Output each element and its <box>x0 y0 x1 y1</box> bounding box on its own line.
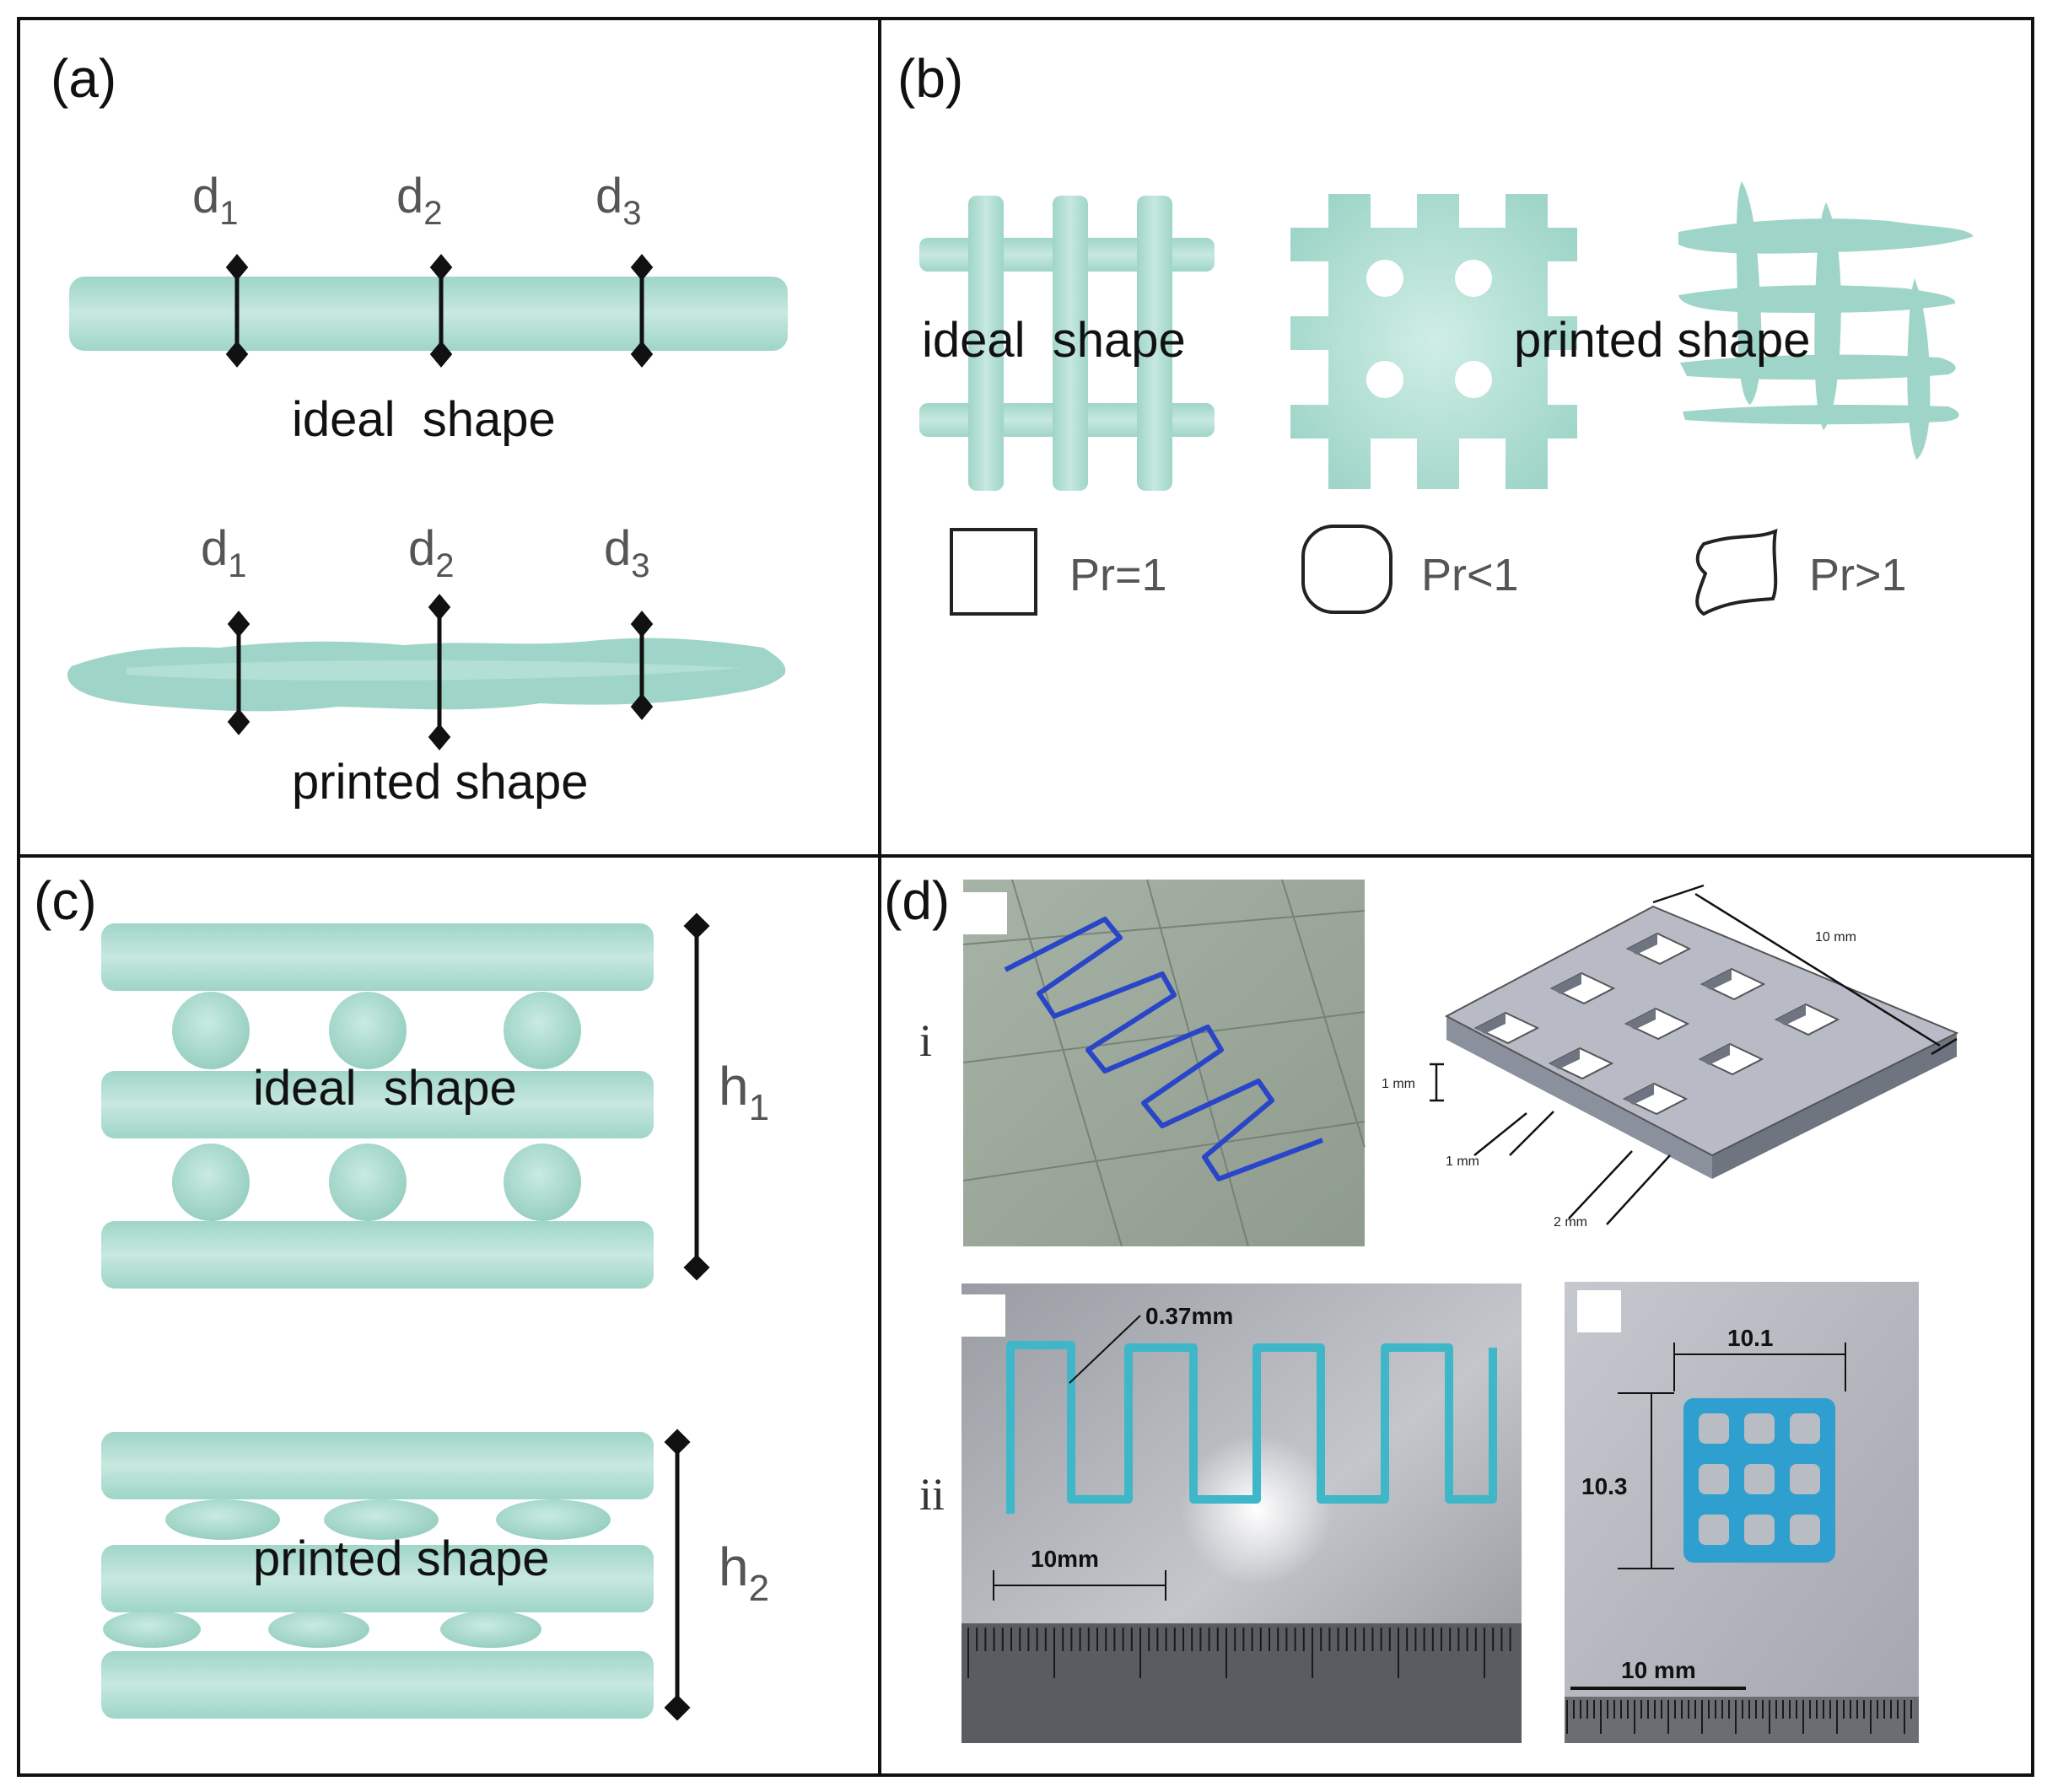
printed-lattice <box>1678 181 1974 460</box>
panel-c-ideal-caption: ideal shape <box>253 1061 517 1116</box>
svg-text:d2: d2 <box>408 521 455 584</box>
ideal-lattice <box>919 196 1215 491</box>
panel-b-ideal-caption: ideal shape <box>922 313 1186 368</box>
cad-thickness-label: 1 mm <box>1382 1077 1415 1091</box>
panel-frames <box>17 17 2034 1777</box>
panel-a-printed-caption: printed shape <box>292 755 588 810</box>
cad-lattice: 10 mm 1 mm 1 mm 2 mm <box>1382 884 1959 1230</box>
svg-text:d3: d3 <box>604 521 650 584</box>
pr-rounded-shape <box>1301 525 1392 614</box>
svg-text:d1: d1 <box>201 521 247 584</box>
panel-a-ideal-caption: ideal shape <box>292 392 556 447</box>
photo-print-path <box>962 879 1366 1247</box>
panel-a-label: (a) <box>51 48 116 109</box>
panel-b: (b) ideal shape printed shape Pr=1 <box>897 48 1974 616</box>
svg-text:d3: d3 <box>595 169 642 232</box>
d-labels-ideal: d1 d2 d3 <box>192 169 642 232</box>
svg-text:d1: d1 <box>192 169 239 232</box>
d-markers-printed <box>227 594 654 751</box>
photo-printed-line: 0.37mm 10mm <box>962 1283 1522 1743</box>
rounded-lattice <box>1290 194 1577 489</box>
panel-c-label: (c) <box>34 870 97 931</box>
cad-pore-label: 2 mm <box>1554 1215 1587 1230</box>
grid-height-label: 10.3 <box>1581 1473 1628 1499</box>
h1-marker <box>683 912 710 1281</box>
panel-a: (a) d1 d2 d3 ideal shape d1 d2 <box>51 48 788 810</box>
d-labels-printed: d1 d2 d3 <box>201 521 650 584</box>
cad-strand-label: 1 mm <box>1446 1154 1479 1169</box>
row-i-label: i <box>919 1015 932 1066</box>
panel-b-label: (b) <box>897 48 963 109</box>
panel-d: (d) i <box>884 870 1959 1743</box>
svg-text:d2: d2 <box>396 169 443 232</box>
line-width-label: 0.37mm <box>1145 1303 1233 1329</box>
h2-label: h2 <box>719 1536 769 1609</box>
panel-d-label: (d) <box>884 870 950 931</box>
panel-c: (c) ideal shape h1 <box>34 870 769 1721</box>
pr-equal-label: Pr=1 <box>1069 550 1167 600</box>
grid-width-label: 10.1 <box>1727 1325 1774 1351</box>
panel-b-printed-caption: printed shape <box>1514 313 1810 368</box>
photo-printed-grid: 10.1 10.3 10 mm <box>1565 1282 1919 1743</box>
panel-c-printed-caption: printed shape <box>253 1531 549 1586</box>
pr-irregular-shape <box>1695 528 1778 616</box>
d-markers-ideal <box>225 254 654 368</box>
h2-marker <box>664 1429 691 1721</box>
pr-less-label: Pr<1 <box>1421 550 1519 600</box>
cad-size-label: 10 mm <box>1815 930 1856 944</box>
row-ii-label: ii <box>919 1469 945 1520</box>
line-scale-label: 10mm <box>1031 1546 1099 1572</box>
ideal-strand <box>69 277 788 351</box>
pr-square-shape <box>950 528 1037 616</box>
grid-scale-label: 10 mm <box>1621 1657 1696 1683</box>
h1-label: h1 <box>719 1056 769 1128</box>
pr-greater-label: Pr>1 <box>1809 550 1907 600</box>
printed-stack <box>101 1432 654 1719</box>
ideal-stack <box>101 923 654 1289</box>
